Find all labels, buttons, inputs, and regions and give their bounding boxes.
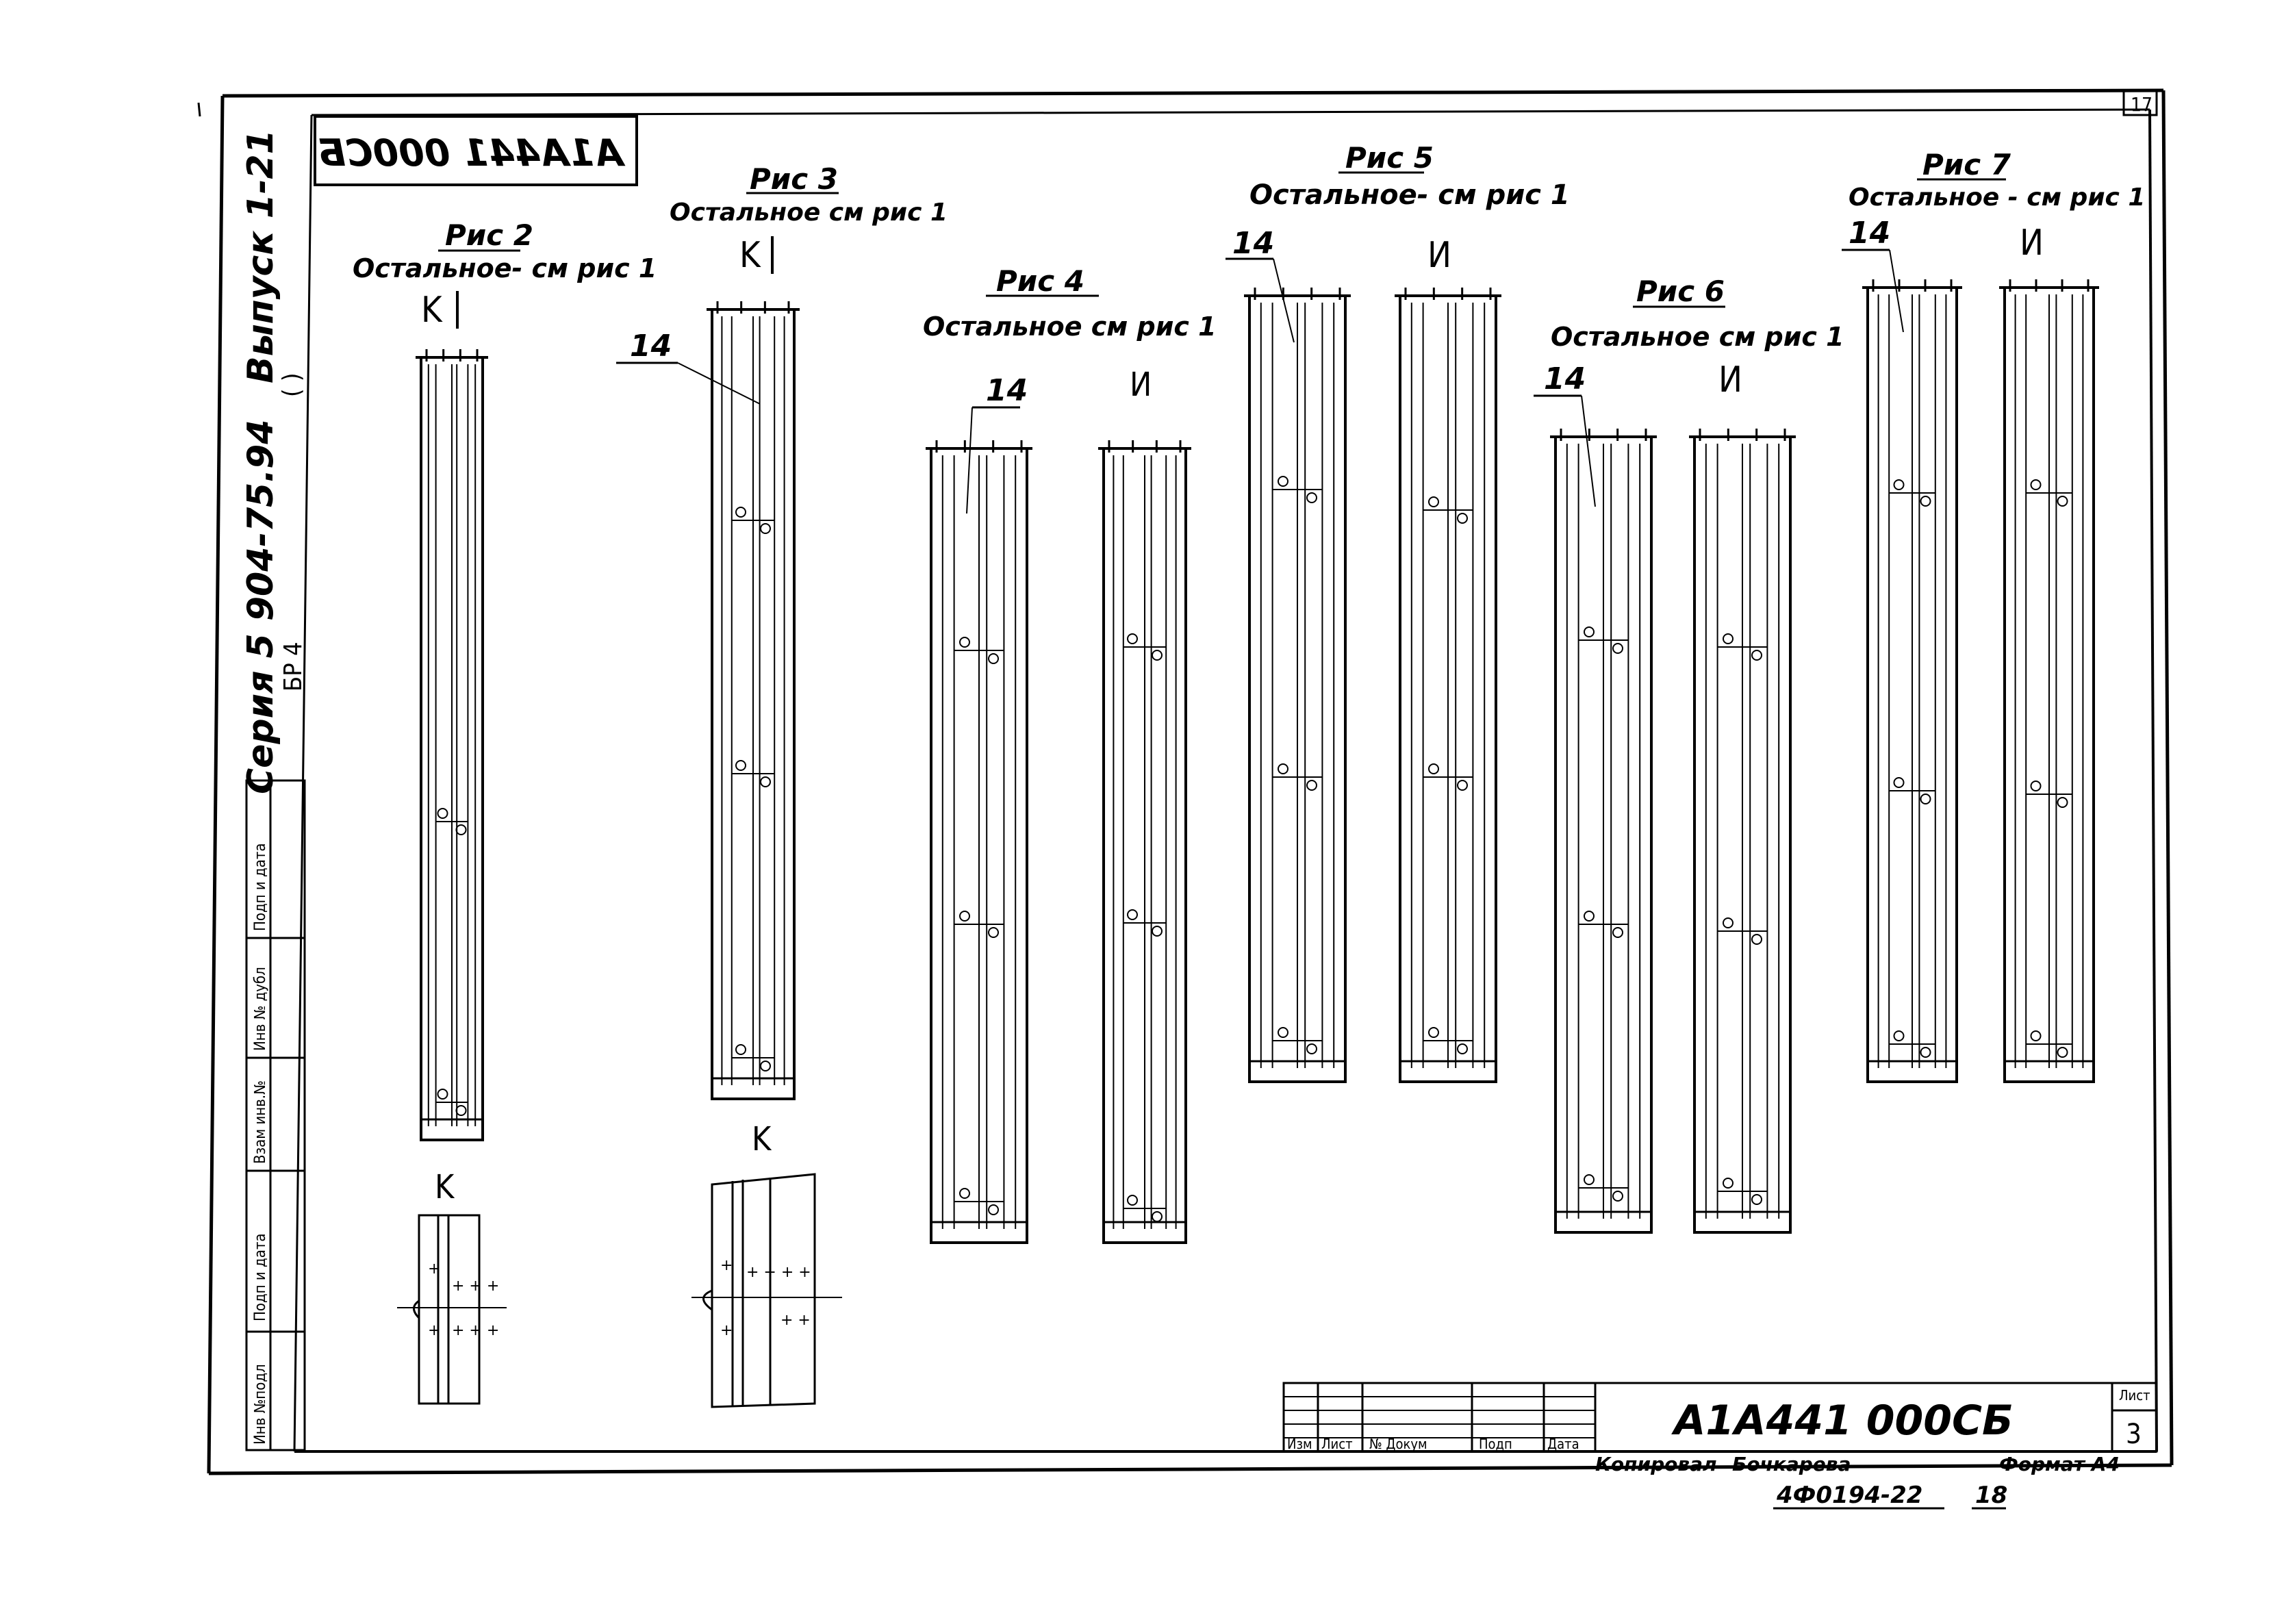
column-fig4-b	[1098, 440, 1191, 1244]
svg-text:+ + + +: + + + +	[746, 1264, 811, 1281]
figure-4-view-marker: И	[1130, 366, 1152, 404]
figure-4-title: Рис 4	[996, 264, 1084, 298]
column-drawings	[416, 279, 2099, 1244]
series-text: Серия 5 904-75.94	[240, 420, 281, 794]
figure-5-callout: 14	[1232, 226, 1274, 261]
series-sub: БР 4	[279, 642, 307, 692]
svg-text:+: +	[428, 1322, 440, 1339]
figure-5-note: Остальное- см рис 1	[1249, 179, 1570, 211]
sheet-label: Лист	[2119, 1387, 2150, 1404]
issue-sub: ( )	[278, 372, 306, 397]
column-fig5-b	[1395, 288, 1501, 1083]
figure-7-note: Остальное - см рис 1	[1849, 183, 2145, 212]
column-fig3	[707, 301, 800, 1100]
svg-text:+ + +: + + +	[452, 1278, 499, 1295]
stamp-code: A1A441 000CБ	[318, 131, 626, 175]
figure-2-title: Рис 2	[445, 218, 533, 252]
figure-7-caption: Рис 7 Остальное - см рис 1 14 И	[1842, 148, 2145, 333]
issue-text: Выпуск 1-21	[240, 129, 281, 383]
sheet-frame	[197, 88, 2174, 1475]
detail-view-k-1-label: K	[435, 1168, 455, 1206]
margin-label-podp-data-2: Подп и дата	[252, 843, 269, 931]
figure-3-callout: 14	[630, 329, 672, 364]
margin-label-inv-podl: Инв №подл	[252, 1364, 269, 1445]
figure-6-note: Остальное см рис 1	[1551, 322, 1844, 352]
svg-text:+ + +: + + +	[452, 1322, 499, 1339]
column-fig2	[416, 349, 488, 1141]
column-fig7-a	[1862, 279, 1962, 1083]
figure-2-caption: Рис 2 Остальное- см рис 1 K	[353, 218, 657, 331]
svg-text:+ +: + +	[780, 1312, 811, 1329]
figure-3-title: Рис 3	[750, 162, 838, 196]
figure-2-note: Остальное- см рис 1	[353, 253, 657, 283]
column-fig7-b	[1999, 279, 2099, 1083]
document-code: A1A441 000CБ	[1671, 1397, 2014, 1445]
figure-6-view-marker: И	[1718, 359, 1742, 401]
margin-label-inv-dubl: Инв № дубл	[252, 967, 269, 1051]
stamp-box: A1A441 000CБ	[314, 115, 638, 186]
figure-5-view-marker: И	[1427, 235, 1451, 276]
figure-6-title: Рис 6	[1636, 275, 1725, 308]
title-block	[1282, 1382, 2158, 1453]
title-header-podp: Подп	[1479, 1436, 1512, 1452]
format-label: Формат А4	[1999, 1453, 2120, 1475]
figure-5-title: Рис 5	[1345, 141, 1434, 175]
figure-3-note: Остальное см рис 1	[670, 199, 948, 227]
archive-sheet: 18	[1975, 1482, 2007, 1509]
figure-4-note: Остальное см рис 1	[923, 312, 1217, 342]
title-header-data: Дата	[1547, 1436, 1579, 1452]
figure-6-caption: Рис 6 Остальное см рис 1 14 И	[1534, 275, 1844, 507]
figure-2-view-marker: K	[421, 290, 443, 331]
copied-label: Копировал	[1595, 1453, 1717, 1475]
column-fig6-a	[1550, 429, 1657, 1234]
copied-name: Бочкарева	[1732, 1453, 1851, 1475]
figure-7-title: Рис 7	[1922, 148, 2011, 181]
column-fig4-a	[926, 440, 1032, 1244]
svg-text:+: +	[428, 1260, 440, 1278]
figure-5-caption: Рис 5 Остальное- см рис 1 14 И	[1226, 141, 1570, 343]
figure-7-callout: 14	[1849, 216, 1890, 251]
figure-4-caption: Рис 4 Остальное см рис 1 14 И	[923, 264, 1217, 514]
detail-view-k-2: + + + + + + + +	[691, 1173, 842, 1408]
column-fig6-b	[1689, 429, 1796, 1234]
title-header-dokum: № Докум	[1369, 1436, 1427, 1452]
sheet-number: 3	[2126, 1419, 2142, 1450]
margin-label-podp-data-1: Подп и дата	[252, 1233, 269, 1321]
detail-view-k-1: + + + + + + + +	[397, 1214, 507, 1405]
figure-3-caption: Рис 3 Остальное см рис 1 K 14	[616, 162, 948, 405]
margin-label-vzam-inv: Взам инв.№	[252, 1080, 269, 1164]
svg-text:+: +	[720, 1322, 733, 1339]
detail-view-k-2-label: K	[752, 1120, 772, 1158]
column-fig5-a	[1244, 288, 1351, 1083]
figure-4-callout: 14	[986, 373, 1028, 408]
figure-3-view-marker: K	[739, 235, 761, 276]
margin-table	[245, 779, 306, 1451]
title-header-list: Лист	[1321, 1436, 1353, 1452]
archive-number: 4Ф0194-22	[1776, 1482, 1922, 1509]
title-header-izm: Изм	[1287, 1436, 1312, 1452]
figure-6-callout: 14	[1544, 361, 1586, 396]
corner-number: 17	[2131, 93, 2153, 116]
svg-text:+: +	[720, 1257, 733, 1274]
figure-7-view-marker: И	[2020, 223, 2044, 264]
